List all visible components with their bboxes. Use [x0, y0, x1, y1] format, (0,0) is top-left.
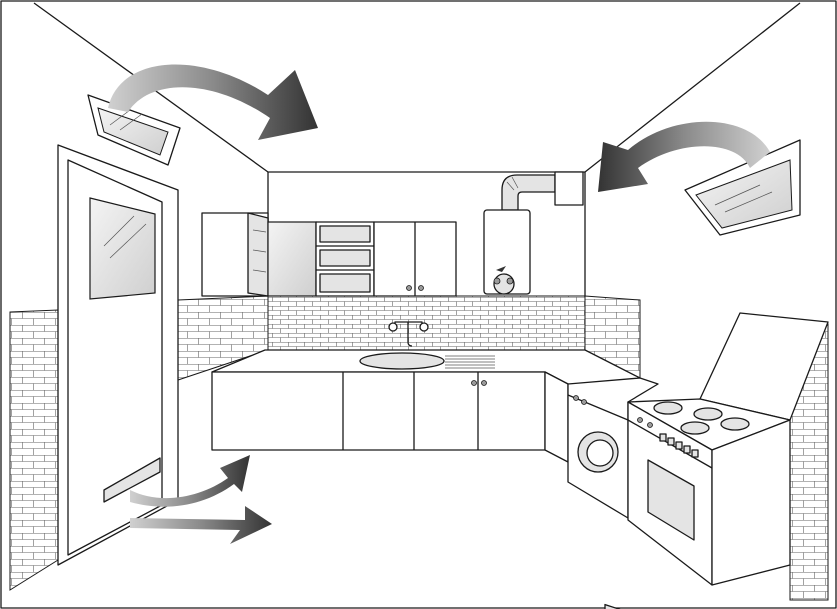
upper-cabinets: [202, 213, 456, 296]
flue-outlet: [555, 172, 583, 205]
door-window: [90, 198, 155, 299]
sink: [360, 353, 444, 369]
